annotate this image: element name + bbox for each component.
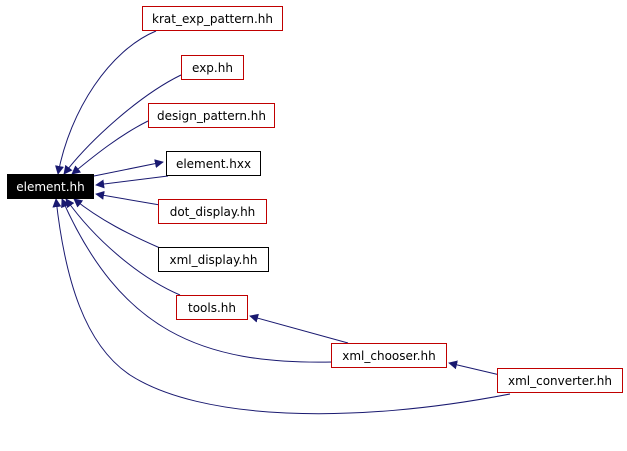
node-exp-hh[interactable]: exp.hh xyxy=(181,55,244,80)
node-design-pattern-hh[interactable]: design_pattern.hh xyxy=(148,103,275,128)
node-krat-exp-pattern-hh[interactable]: krat_exp_pattern.hh xyxy=(142,6,283,31)
edge-xml-chooser-to-element-hh xyxy=(61,198,334,363)
node-xml-chooser-hh[interactable]: xml_chooser.hh xyxy=(331,343,447,368)
node-element-hh: element.hh xyxy=(7,174,94,199)
edge-krat-exp-pattern-to-element-hh xyxy=(55,30,157,175)
edge-dot-display-to-element-hh xyxy=(95,190,161,206)
edge-element-hxx-to-element-hh xyxy=(95,175,169,189)
node-dot-display-hh[interactable]: dot_display.hh xyxy=(158,199,267,224)
node-xml-display-hh[interactable]: xml_display.hh xyxy=(158,247,269,272)
edge-xml-converter-to-xml-chooser xyxy=(448,360,501,376)
edge-design-pattern-to-element-hh xyxy=(71,120,149,175)
edge-tools-to-element-hh xyxy=(65,198,181,296)
node-element-hxx[interactable]: element.hxx xyxy=(166,151,261,176)
edge-element-hh-to-element-hxx xyxy=(93,159,164,177)
edge-xml-chooser-to-tools xyxy=(249,313,349,344)
edge-exp-to-element-hh xyxy=(63,74,182,175)
edge-xml-display-to-element-hh xyxy=(73,198,161,249)
edge-xml-converter-to-element-hh xyxy=(52,198,511,415)
node-tools-hh[interactable]: tools.hh xyxy=(176,295,248,320)
node-xml-converter-hh[interactable]: xml_converter.hh xyxy=(497,368,623,393)
